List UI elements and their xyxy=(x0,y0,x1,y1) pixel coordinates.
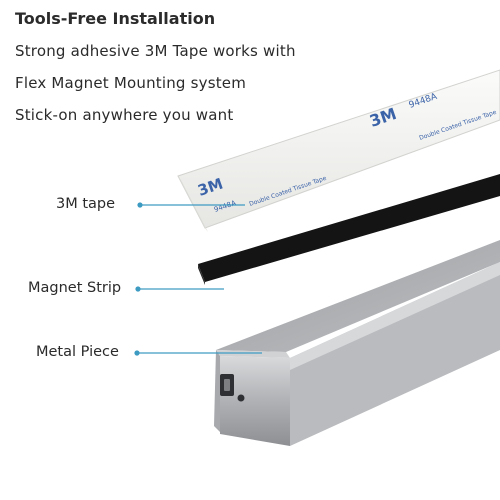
callout-lines xyxy=(134,202,262,356)
metal-callout-dot xyxy=(134,350,140,356)
magnet-callout-dot xyxy=(135,286,141,292)
description-line-1: Strong adhesive 3M Tape works with xyxy=(15,42,296,60)
magnet-strip xyxy=(198,174,500,285)
switch-hole-icon xyxy=(237,394,245,402)
magnet-label: Magnet Strip xyxy=(28,280,122,296)
metal-label: Metal Piece xyxy=(36,344,119,360)
description-line-2: Flex Magnet Mounting system xyxy=(15,74,247,92)
tape-callout-dot xyxy=(137,202,143,208)
page-title: Tools-Free Installation xyxy=(15,9,216,28)
description-line-3: Stick-on anywhere you want xyxy=(15,106,234,124)
tape-label: 3M tape xyxy=(56,196,116,212)
metal-piece-bar xyxy=(214,240,500,446)
